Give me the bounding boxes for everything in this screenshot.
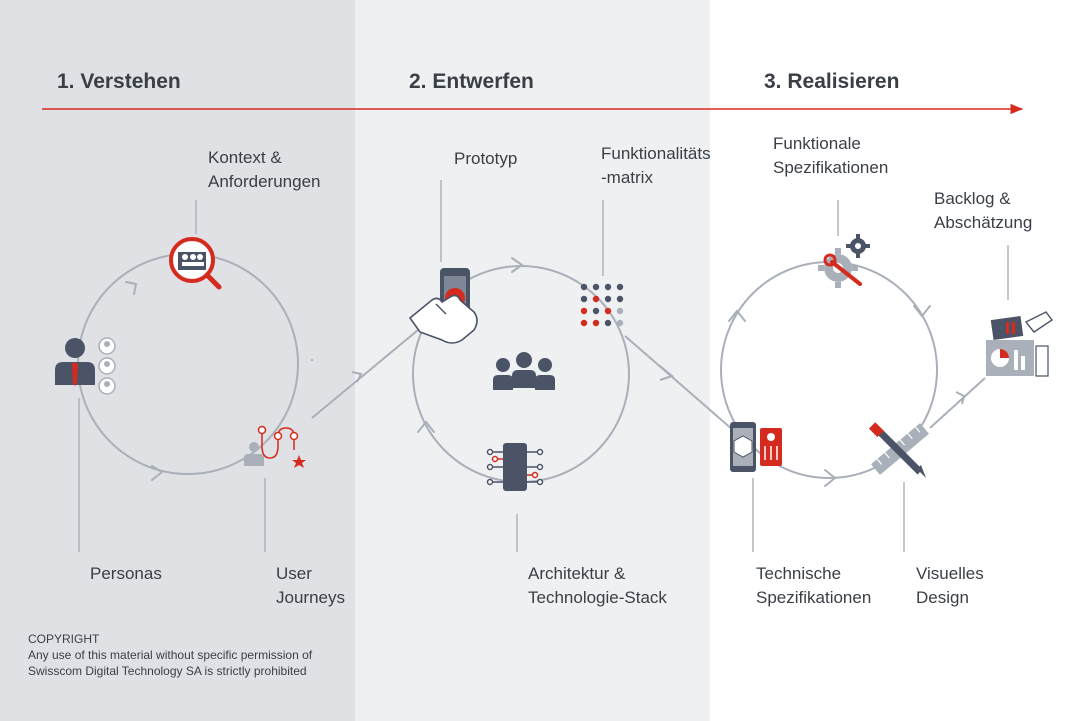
- cycle-chevrons: [125, 257, 931, 487]
- cube-phone-settings-icon: [730, 422, 782, 472]
- matrix-dot: [604, 295, 612, 303]
- copyright-heading: COPYRIGHT: [28, 632, 100, 646]
- phase-1-heading: 1. Verstehen: [57, 70, 181, 93]
- matrix-dot: [592, 319, 600, 327]
- magnifier-people-icon: [169, 237, 222, 290]
- user-journey-path-icon: [244, 425, 306, 468]
- pencil-ruler-icon: [868, 422, 930, 478]
- stray-dot: [311, 359, 313, 361]
- copyright-line-2: Swisscom Digital Technology SA is strict…: [28, 664, 307, 678]
- label-backlog: Backlog &Abschätzung: [934, 189, 1033, 232]
- persona-group-icon: [55, 337, 116, 395]
- matrix-dot: [580, 307, 588, 315]
- matrix-dot: [592, 295, 600, 303]
- copyright-line-1: Any use of this material without specifi…: [28, 648, 313, 662]
- matrix-dot: [616, 283, 624, 291]
- matrix-dot: [592, 307, 600, 315]
- connector-lines: [311, 329, 986, 431]
- copyright-notice: COPYRIGHT Any use of this material witho…: [28, 631, 312, 679]
- label-personas: Personas: [90, 564, 162, 583]
- label-architektur: Architektur &Technologie-Stack: [528, 564, 667, 607]
- matrix-dot: [580, 319, 588, 327]
- team-icon: [493, 352, 555, 390]
- gear-wrench-icon: [818, 234, 870, 288]
- matrix-dot: [580, 295, 588, 303]
- matrix-dot: [592, 283, 600, 291]
- matrix-dot: [616, 307, 624, 315]
- charts-hand-icon: [986, 311, 1054, 377]
- phase-1-background: [0, 0, 355, 721]
- phase-3-heading: 3. Realisieren: [764, 70, 900, 93]
- touch-phone-icon: [408, 268, 478, 344]
- dot-matrix-icon: [580, 283, 624, 327]
- matrix-dot: [616, 319, 624, 327]
- matrix-dot: [604, 319, 612, 327]
- leader-lines: [78, 180, 1009, 552]
- matrix-dot: [580, 283, 588, 291]
- chip-icon: [486, 443, 544, 491]
- label-funktionalitaets: Funktionalitäts-matrix: [601, 144, 711, 187]
- matrix-dot: [604, 307, 612, 315]
- matrix-dot: [616, 295, 624, 303]
- label-prototyp: Prototyp: [454, 149, 518, 168]
- matrix-dot: [604, 283, 612, 291]
- phase-2-heading: 2. Entwerfen: [409, 70, 534, 93]
- label-kontext: Kontext &Anforderungen: [208, 148, 321, 191]
